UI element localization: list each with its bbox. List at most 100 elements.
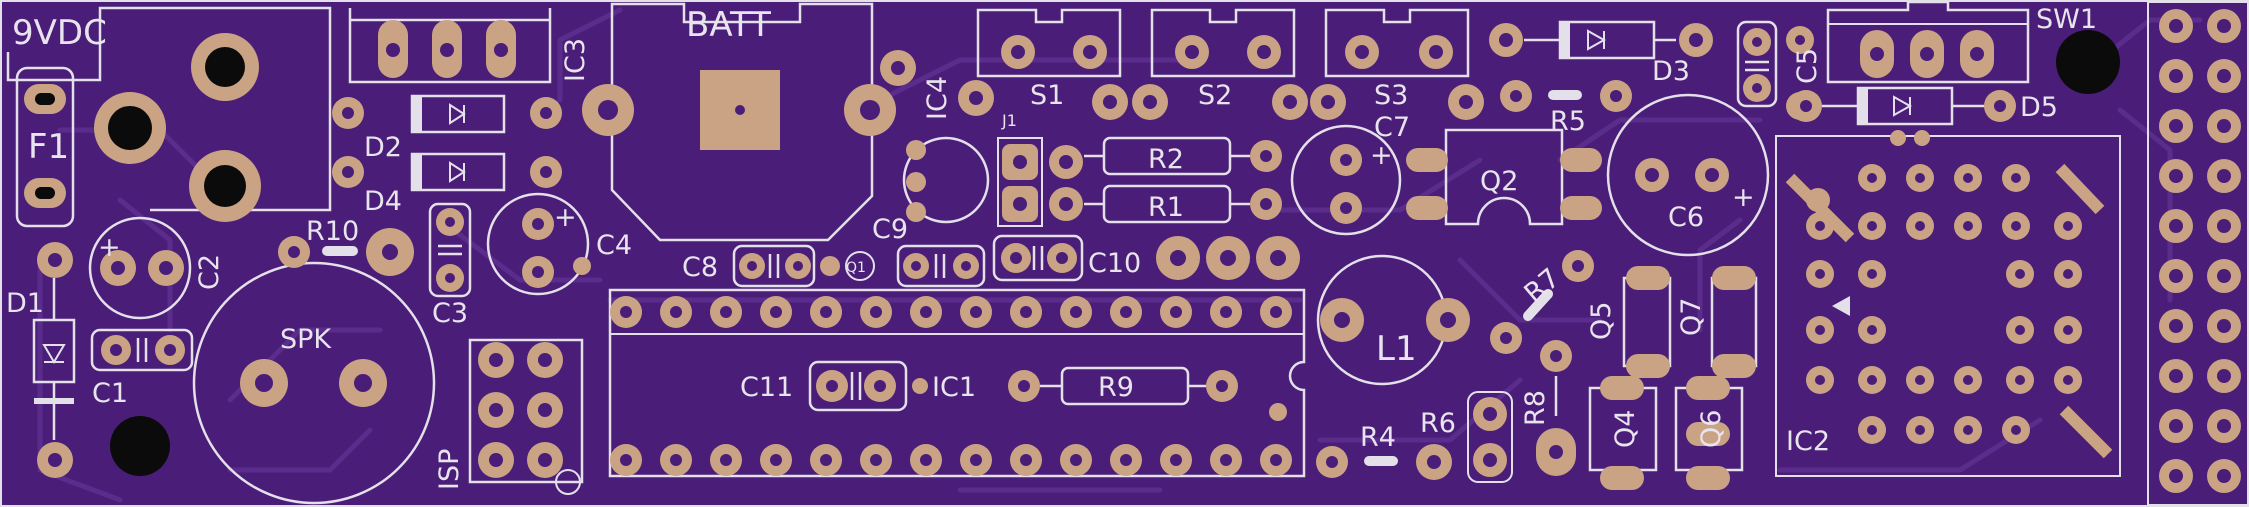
ic2-pins [1806,130,2082,444]
s1-label: S1 [1030,80,1064,111]
svg-text:+: + [1370,140,1393,171]
edge-connector [2147,1,2249,506]
transistor-q2: Q2 [1406,128,1602,226]
c7-label: C7 [1374,112,1410,143]
r7-label: R7 [1519,263,1566,310]
ic4-sensor: IC4 [880,50,994,120]
ic2-label: IC2 [1786,426,1830,457]
c6-label: C6 [1668,202,1704,233]
r5-label: R5 [1550,106,1586,137]
inductor-l1: L1 [1316,254,1470,386]
fuse-label: F1 [28,127,69,167]
battery-holder: BATT [582,2,896,242]
ic3-label: IC3 [560,38,591,82]
isp-header: ISP [434,338,584,495]
capacitor-c8: C8 [682,244,816,288]
batt-label: BATT [686,5,771,45]
diode-d4: D4 [332,152,562,217]
c1-label: C1 [92,378,128,409]
transistor-q5: Q5 [1586,266,1672,378]
r6-label: R6 [1420,408,1456,439]
r9-label: R9 [1098,372,1134,403]
transistor-q1: Q1 [820,251,875,281]
r4-label: R4 [1360,422,1396,453]
mounting-hole-right [2056,30,2120,94]
d1-label: D1 [6,288,44,319]
ic3-regulator: IC3 [348,8,591,84]
speaker-spk: SPK [192,261,436,505]
capacitor-c6: + C6 [1606,93,1770,257]
ic1-label: IC1 [932,372,976,403]
diode-d1: D1 [6,242,76,478]
sw1-label: SW1 [2036,4,2097,35]
capacitor-c2: + C2 [88,216,225,320]
transistor-q4: Q4 [1588,376,1658,490]
d2-label: D2 [364,132,402,163]
capacitor-c7: + C7 [1290,112,1410,236]
c9-label: C9 [872,214,908,245]
q6-label: Q6 [1696,410,1727,448]
resistor-r8: R8 [1520,340,1576,476]
resistor-r10: R10 [278,216,414,276]
c8-label: C8 [682,252,718,283]
ic1-bottom-pins [610,444,1292,476]
transistor-q7: Q7 [1676,266,1758,378]
mounting-hole [110,416,170,476]
resistor-r5: R5 [1500,80,1632,137]
ic4-label: IC4 [922,76,953,120]
q5-label: Q5 [1586,302,1617,340]
ic1-dip: IC1 [608,288,1306,478]
capacitor-c9: C9 [872,136,990,245]
svg-text:+: + [1732,182,1755,213]
switch-s3: S3 [1310,8,1484,120]
s2-label: S2 [1198,80,1232,111]
svg-text:+: + [98,232,121,263]
resistor-r9: R9 [1008,366,1238,406]
r10-label: R10 [306,216,359,247]
diode-d5: D5 [1790,86,2058,126]
fuse-f1: F1 [15,66,75,228]
q7-label: Q7 [1676,298,1707,336]
c10-label: C10 [1088,248,1141,279]
capacitor-c3: C3 [428,202,472,329]
jumper-j1: J1 [997,111,1083,227]
resistor-r2: R2 [1084,136,1282,176]
q2-label: Q2 [1480,166,1518,197]
resistor-r1: R1 [1084,184,1282,224]
diode-d2: D2 [332,94,562,163]
c2-label: C2 [194,254,225,290]
c11-label: C11 [740,372,793,403]
r2-label: R2 [1148,144,1184,175]
switch-s1: S1 [976,8,1128,120]
resistor-r6: R6 [1420,391,1513,483]
s3-label: S3 [1374,80,1408,111]
resistor-r4: R4 [1316,422,1452,480]
q1-label: Q1 [846,260,866,276]
power-label: 9VDC [12,13,107,53]
ic2-plcc: IC2 [1775,130,2121,477]
ic1-top-pins [610,296,1292,328]
switch-sw1: SW1 [1826,0,2097,84]
svg-text:+: + [554,202,577,233]
diode-d3: D3 [1489,20,1713,87]
d4-label: D4 [364,186,402,217]
l1-label: L1 [1376,329,1417,369]
capacitor-c11: C11 [740,360,928,412]
capacitor-c10: C10 [992,234,1300,282]
q4-label: Q4 [1610,410,1641,448]
switch-s2: S2 [1132,8,1308,120]
r8-label: R8 [1520,390,1551,426]
d5-label: D5 [2020,92,2058,123]
d3-label: D3 [1652,56,1690,87]
spk-label: SPK [280,324,332,355]
resistor-r7: R7 [1490,250,1594,354]
c5-label: C5 [1792,48,1823,84]
isp-label: ISP [434,449,465,490]
capacitor-c9-body [896,244,986,288]
dc-jack: 9VDC [6,6,332,222]
capacitor-c4: + C4 [486,192,632,296]
j1-label: J1 [1001,111,1017,130]
r1-label: R1 [1148,192,1184,223]
